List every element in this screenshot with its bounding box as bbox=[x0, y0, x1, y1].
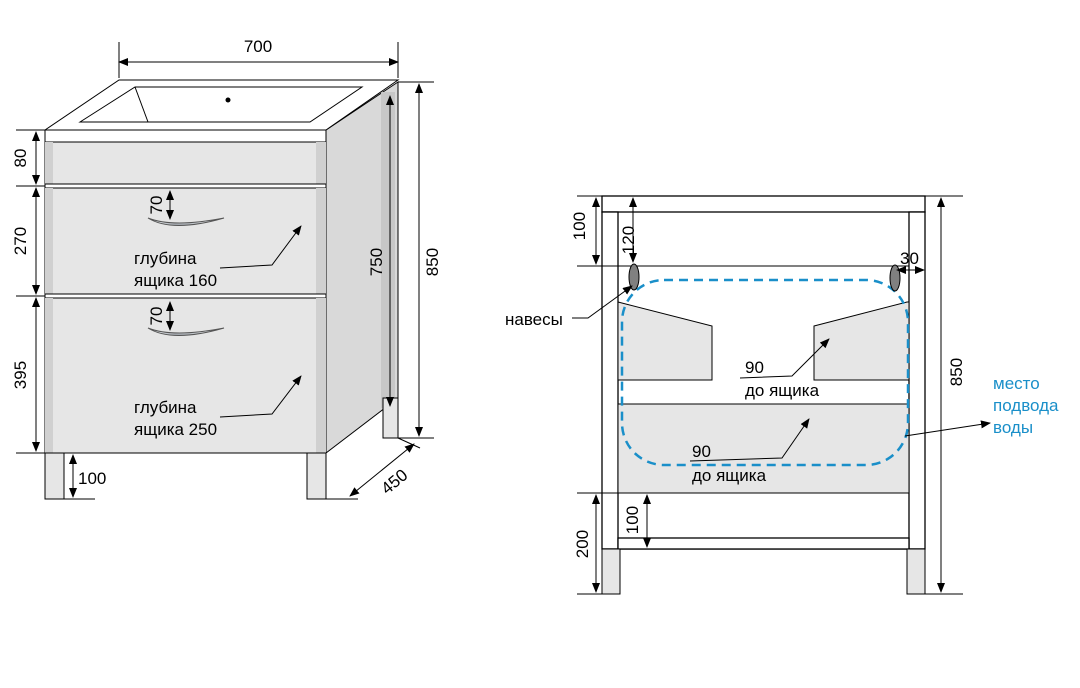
drawer-1-handle bbox=[147, 217, 225, 226]
cabinet-front-leg-left bbox=[44, 452, 65, 500]
drawer-1-front bbox=[44, 187, 327, 295]
dim-drawer1-label: 270 bbox=[11, 227, 30, 255]
lower-drawer-leader bbox=[689, 418, 810, 462]
lower-drawer-box bbox=[617, 403, 910, 494]
cabinet-perspective-view: 700 80 270 395 70 70 100 глубина ящика 1… bbox=[11, 37, 442, 500]
sink-front-edge bbox=[44, 129, 327, 143]
drawer-2-handle bbox=[147, 327, 225, 336]
dim-total-label: 850 bbox=[423, 248, 442, 276]
drawer-gap-1 bbox=[44, 183, 327, 189]
hinge-right-icon bbox=[889, 264, 901, 292]
dim-section-top-label: 100 bbox=[570, 212, 589, 240]
hinges-leader bbox=[572, 285, 633, 319]
upper-drawer-label: до ящика bbox=[745, 381, 820, 400]
dim-depth-line bbox=[349, 443, 415, 497]
hinges-label: навесы bbox=[505, 310, 563, 329]
upper-drawer-value: 90 bbox=[745, 358, 764, 377]
cabinet-top-panel bbox=[44, 141, 327, 185]
dim-depth-label: 450 bbox=[377, 465, 411, 498]
lower-drawer-label: до ящика bbox=[692, 466, 767, 485]
sink-basin bbox=[78, 86, 364, 123]
water-label-line1: место bbox=[993, 374, 1040, 393]
drawer1-leader bbox=[219, 225, 302, 269]
water-supply-area-outline bbox=[620, 278, 910, 467]
water-label-line2: подвода bbox=[993, 396, 1059, 415]
drawer1-depth-label-line2: ящика 160 bbox=[134, 271, 217, 290]
water-label-line3: воды bbox=[993, 418, 1033, 437]
drawer1-depth-label-line1: глубина bbox=[134, 249, 197, 268]
dim-handle1-label: 70 bbox=[147, 196, 166, 215]
upper-drawer-leader bbox=[739, 338, 830, 379]
dim-handle2-label: 70 bbox=[147, 307, 166, 326]
faucet-hole bbox=[225, 97, 231, 103]
drawer-gap-2 bbox=[44, 293, 327, 299]
drawer2-depth-label-line1: глубина bbox=[134, 398, 197, 417]
dim-hinge-label: 120 bbox=[619, 226, 638, 254]
cabinet-section-view: 100 120 30 навесы 90 до ящика 90 до ящик… bbox=[505, 195, 1059, 595]
dim-base-label: 200 bbox=[573, 530, 592, 558]
upper-drawer-left-panel bbox=[617, 301, 713, 381]
dim-drawer2-label: 395 bbox=[11, 361, 30, 389]
dim-top-label: 80 bbox=[11, 149, 30, 168]
drawer2-depth-label-line2: ящика 250 bbox=[134, 420, 217, 439]
dim-body-label: 750 bbox=[367, 248, 386, 276]
dim-leg-label: 100 bbox=[78, 469, 106, 488]
dim-bottom-gap-label: 100 bbox=[623, 506, 642, 534]
upper-drawer-right-panel bbox=[813, 301, 910, 381]
frame-top-board bbox=[601, 195, 926, 213]
frame-bottom-shelf bbox=[617, 537, 910, 550]
dim-section-total-label: 850 bbox=[947, 358, 966, 386]
water-leader bbox=[904, 420, 991, 437]
section-leg-left bbox=[601, 548, 621, 595]
hinge-left-icon bbox=[628, 263, 640, 291]
frame-left-wall bbox=[601, 211, 619, 550]
dim-hinge-offset-label: 30 bbox=[900, 249, 919, 268]
drawer2-leader bbox=[219, 375, 302, 418]
lower-drawer-value: 90 bbox=[692, 442, 711, 461]
dim-width-label: 700 bbox=[244, 37, 272, 56]
section-leg-right bbox=[906, 548, 926, 595]
drawer-2-front bbox=[44, 297, 327, 454]
cabinet-front-leg-right bbox=[306, 452, 327, 500]
